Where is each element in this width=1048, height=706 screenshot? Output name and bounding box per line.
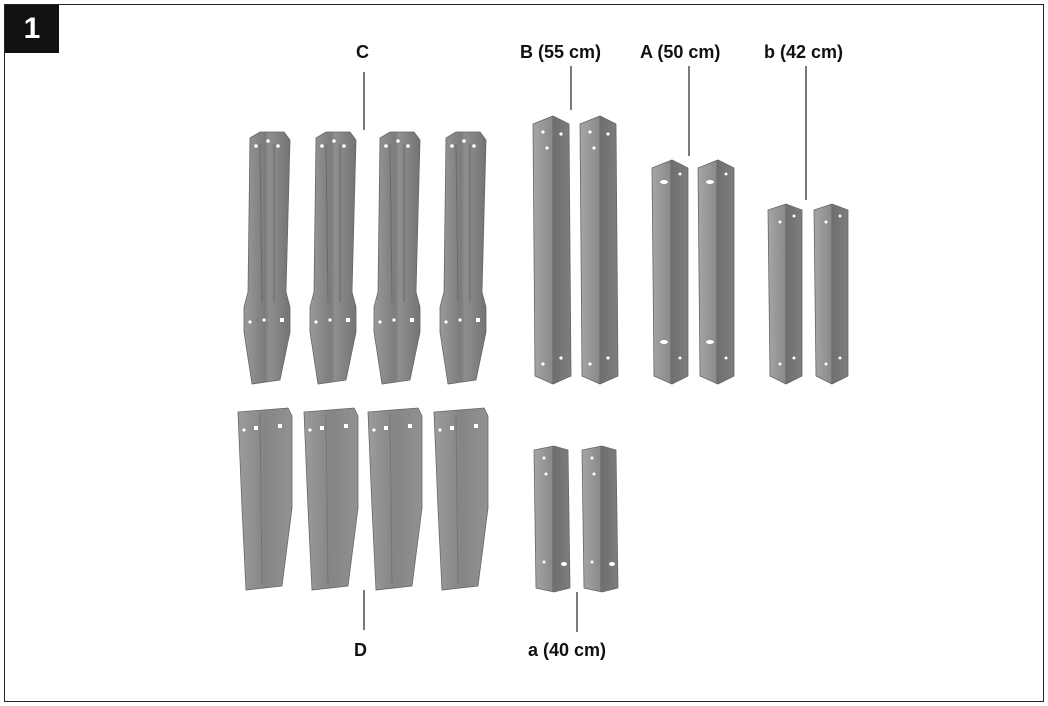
part-b-2: [814, 204, 848, 384]
part-C-1: [244, 132, 290, 384]
part-a-1: [534, 446, 570, 592]
part-D-3: [368, 408, 422, 590]
label-B: B (55 cm): [520, 42, 601, 63]
part-D-1: [238, 408, 292, 590]
part-b-1: [768, 204, 802, 384]
label-A: A (50 cm): [640, 42, 720, 63]
part-D-2: [304, 408, 358, 590]
part-C-2: [310, 132, 356, 384]
part-group-D: [238, 408, 488, 590]
part-B-1: [533, 116, 571, 384]
part-B-2: [580, 116, 618, 384]
part-group-A: [652, 160, 734, 384]
part-C-3: [374, 132, 420, 384]
part-D-4: [434, 408, 488, 590]
part-group-a: [534, 446, 618, 592]
label-C: C: [356, 42, 369, 63]
part-A-2: [698, 160, 734, 384]
label-D: D: [354, 640, 367, 661]
part-a-2: [582, 446, 618, 592]
part-group-B: [533, 116, 618, 384]
part-C-4: [440, 132, 486, 384]
label-a: a (40 cm): [528, 640, 606, 661]
part-group-C: [244, 132, 486, 384]
label-b: b (42 cm): [764, 42, 843, 63]
part-A-1: [652, 160, 688, 384]
part-group-b: [768, 204, 848, 384]
